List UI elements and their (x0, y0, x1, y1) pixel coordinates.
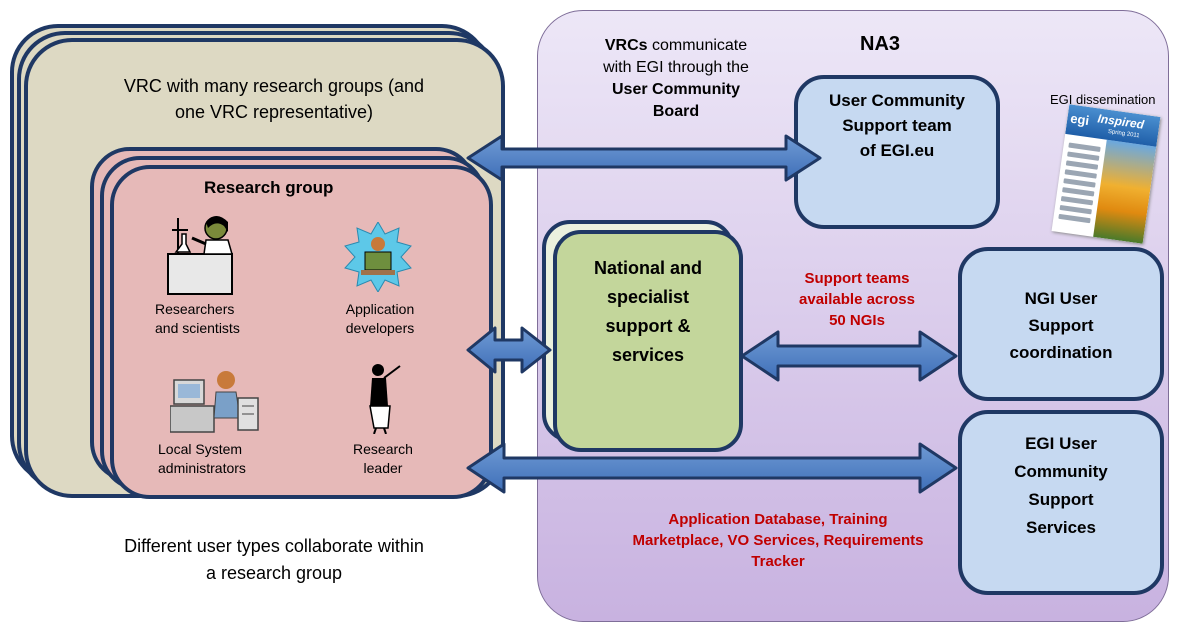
egi-community-services-box (958, 410, 1164, 595)
vrc-comm-line2: with EGI through the (603, 59, 749, 76)
support-teams-line3: 50 NGIs (829, 312, 885, 329)
research-group-box (110, 165, 493, 499)
caption-line2: a research group (205, 563, 343, 583)
arrow-research-egi-services-shape (466, 442, 958, 494)
support-teams-line2: available across (799, 291, 915, 308)
developers-label-line1: Application (345, 301, 415, 317)
egi-services-line1: EGI User (1025, 434, 1097, 453)
sysadmins-label-line1: Local System (158, 441, 243, 457)
ngi-user-support-box (958, 247, 1164, 401)
ngi-user-support-label: NGI User Support coordination (962, 285, 1160, 366)
national-line2: specialist (606, 287, 690, 307)
national-line3: support & (605, 316, 691, 336)
ngi-line1: NGI User (1024, 289, 1098, 308)
sysadmins-label-line2: administrators (158, 460, 246, 476)
national-support-box (553, 230, 743, 452)
vrc-communication-note: VRCs communicate with EGI through the Us… (563, 35, 789, 123)
national-line4: services (611, 345, 685, 365)
research-group-title: Research group (204, 178, 334, 197)
ngi-line2: Support (1028, 316, 1094, 335)
vrc-label: VRC with many research groups (and one V… (64, 73, 484, 125)
vrc-bold-lead: VRCs (604, 37, 648, 54)
developers-label-line2: developers (345, 320, 415, 336)
arrow-vrc-ucst-shape (466, 134, 822, 182)
researchers-label-line2: and scientists (155, 320, 240, 336)
leader-label-line1: Research (353, 441, 413, 457)
tools-line3: Tracker (751, 553, 805, 570)
vrc-label-line1: VRC with many research groups (and (123, 76, 425, 96)
researchers-label: Researchers and scientists (155, 300, 240, 338)
tools-line1: Application Database, Training (668, 511, 888, 528)
vrc-comm-text: communicate (647, 37, 748, 54)
vrc-label-line2: one VRC representative) (174, 102, 374, 122)
egi-community-services-label: EGI User Community Support Services (962, 430, 1160, 542)
egi-services-line2: Community (1014, 462, 1108, 481)
leader-icon (369, 364, 401, 434)
arrow-national-ngi-shape (740, 330, 958, 382)
researchers-label-line1: Researchers (155, 301, 235, 317)
leader-label-line2: leader (363, 460, 403, 476)
developers-label: Application developers (330, 300, 430, 338)
vrc-comm-line3: User Community (611, 81, 741, 98)
dissemination-label: EGI dissemination (1050, 92, 1156, 107)
tools-note: Application Database, Training Marketpla… (578, 509, 978, 572)
developer-icon (344, 222, 412, 292)
egi-services-line4: Services (1026, 518, 1096, 537)
collaboration-caption: Different user types collaborate within … (44, 533, 504, 587)
caption-line1: Different user types collaborate within (124, 536, 424, 556)
tools-line2: Marketplace, VO Services, Requirements (632, 532, 924, 549)
ucst-line2: Support team (842, 116, 952, 135)
support-teams-note: Support teams available across 50 NGIs (776, 268, 938, 331)
ucst-line3: of EGI.eu (859, 141, 935, 160)
support-teams-line1: Support teams (804, 270, 910, 287)
user-community-support-team-label: User Community Support team of EGI.eu (798, 88, 996, 163)
sysadmin-icon (170, 371, 259, 433)
ngi-line3: coordination (1009, 343, 1113, 362)
national-support-label: National and specialist support & servic… (557, 254, 739, 370)
vrc-comm-line4: Board (652, 103, 700, 120)
national-line1: National and (593, 258, 702, 278)
ucst-line1: User Community (828, 91, 966, 110)
arrow-research-national-shape (466, 326, 552, 374)
egi-services-line3: Support (1028, 490, 1094, 509)
user-community-support-team-box (794, 75, 1000, 229)
leader-label: Research leader (345, 440, 421, 478)
sysadmins-label: Local System administrators (158, 440, 246, 478)
researcher-icon (167, 216, 233, 295)
na3-title: NA3 (860, 33, 901, 55)
